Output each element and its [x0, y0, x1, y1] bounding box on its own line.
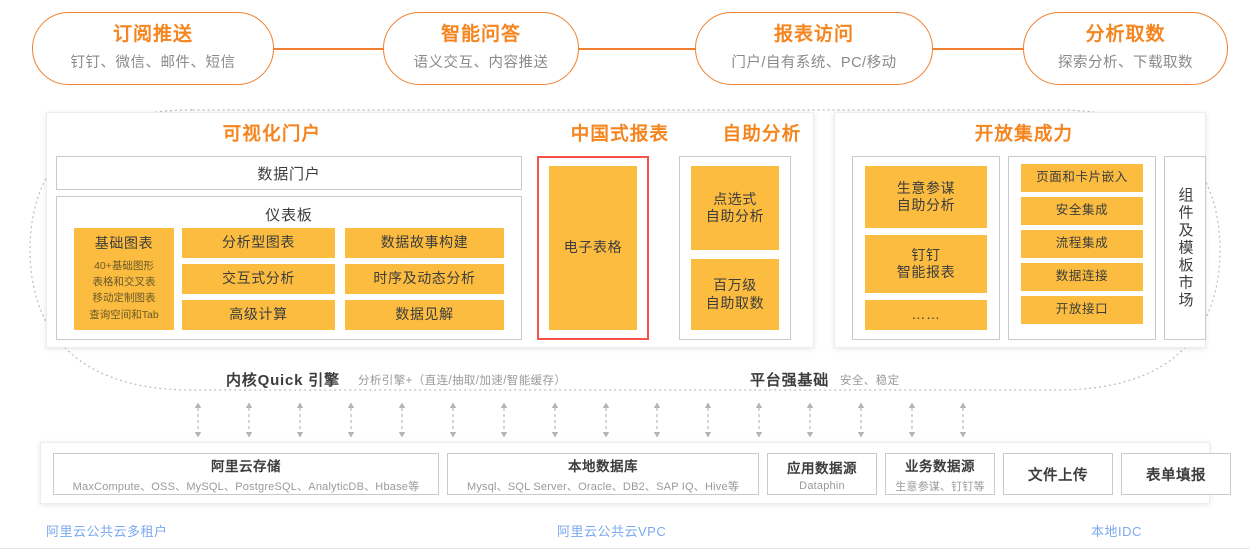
- tile-label: 时序及动态分析: [373, 270, 476, 287]
- section-title-self-service: 自助分析: [722, 123, 802, 144]
- source-title: 文件上传: [1028, 467, 1088, 484]
- tile-open-api[interactable]: 开放接口: [1021, 296, 1143, 324]
- tile-advanced-calculation[interactable]: 高级计算: [182, 300, 335, 330]
- tile-label-line1: 百万级: [713, 277, 757, 293]
- vertical-label: 组件及模板市场: [1176, 186, 1194, 310]
- capability-title: 智能问答: [440, 24, 521, 46]
- tile-data-insight[interactable]: 数据见解: [345, 300, 504, 330]
- tile-label-line1: 生意参谋: [896, 179, 956, 196]
- tile-point-select-self-analysis[interactable]: 点选式 自助分析: [691, 166, 779, 250]
- source-title: 应用数据源: [787, 460, 857, 476]
- box-label: 仪表板: [265, 207, 313, 224]
- source-file-upload[interactable]: 文件上传: [1003, 453, 1113, 495]
- pill-connector-2: [578, 48, 696, 50]
- tile-analytical-charts[interactable]: 分析型图表: [182, 228, 335, 258]
- tile-label: 分析型图表: [222, 234, 295, 251]
- platform-base-title: 平台强基础: [750, 372, 830, 389]
- tile-label-line1: 钉钉: [911, 246, 941, 263]
- tile-label: 数据见解: [395, 306, 454, 323]
- tile-label: 数据故事构建: [380, 234, 469, 251]
- tile-process-integration[interactable]: 流程集成: [1021, 230, 1143, 258]
- capability-pill-smart-qa[interactable]: 智能问答 语义交互、内容推送: [383, 12, 579, 85]
- source-subtitle: Mysql、SQL Server、Oracle、DB2、SAP IQ、Hive等: [466, 480, 740, 493]
- tile-label-line1: 点选式: [713, 190, 757, 207]
- capability-subtitle: 门户/自有系统、PC/移动: [731, 54, 897, 71]
- feature-line: 查询空间和Tab: [89, 308, 159, 321]
- tile-label-line2: 智能报表: [896, 264, 956, 280]
- source-business-data[interactable]: 业务数据源 生意参谋、钉钉等: [885, 453, 995, 495]
- source-title: 表单填报: [1146, 467, 1206, 484]
- box-label: 数据门户: [257, 165, 321, 183]
- source-application-data[interactable]: 应用数据源 Dataphin: [767, 453, 877, 495]
- section-title-chinese-report: 中国式报表: [570, 123, 670, 144]
- tile-label: 开放接口: [1055, 302, 1109, 317]
- source-aliyun-storage[interactable]: 阿里云存储 MaxCompute、OSS、MySQL、PostgreSQL、An…: [53, 453, 439, 495]
- tile-label: 安全集成: [1055, 203, 1109, 218]
- tile-label-line2: 自助分析: [705, 208, 765, 224]
- data-source-strip: 阿里云存储 MaxCompute、OSS、MySQL、PostgreSQL、An…: [40, 442, 1231, 504]
- box-component-template-market[interactable]: 组件及模板市场: [1164, 156, 1206, 340]
- footer-divider: [0, 548, 1250, 549]
- capability-title: 报表访问: [773, 24, 854, 46]
- tile-label: 电子表格: [563, 239, 623, 256]
- tile-dingtalk-smart-report[interactable]: 钉钉 智能报表: [865, 235, 987, 293]
- tile-timeseries-analysis[interactable]: 时序及动态分析: [345, 264, 504, 294]
- capability-subtitle: 探索分析、下载取数: [1058, 54, 1193, 71]
- source-title: 本地数据库: [568, 458, 638, 474]
- tile-label: 高级计算: [229, 306, 288, 323]
- feature-line: 移动定制图表: [92, 292, 156, 305]
- feature-line: 表格和交叉表: [92, 275, 156, 288]
- tile-page-card-embed[interactable]: 页面和卡片嵌入: [1021, 164, 1143, 192]
- tile-data-connection[interactable]: 数据连接: [1021, 263, 1143, 291]
- tile-label: ……: [911, 306, 941, 323]
- source-form-entry[interactable]: 表单填报: [1121, 453, 1231, 495]
- footer-label-public-cloud-multitenant: 阿里云公共云多租户: [46, 524, 168, 539]
- footer-label-local-idc: 本地IDC: [1091, 524, 1142, 539]
- capability-subtitle: 钉钉、微信、邮件、短信: [70, 54, 236, 71]
- tile-label-line2: 自助取数: [705, 294, 765, 311]
- tile-security-integration[interactable]: 安全集成: [1021, 197, 1143, 225]
- tile-label: 交互式分析: [222, 270, 295, 287]
- box-data-portal[interactable]: 数据门户: [56, 156, 522, 190]
- tile-data-storytelling[interactable]: 数据故事构建: [345, 228, 504, 258]
- capability-title: 分析取数: [1085, 24, 1166, 46]
- kernel-engine-title: 内核Quick 引擎: [226, 372, 340, 389]
- tile-million-scale-fetch[interactable]: 百万级 自助取数: [691, 259, 779, 330]
- data-flow-arrows: [194, 401, 967, 439]
- source-local-database[interactable]: 本地数据库 Mysql、SQL Server、Oracle、DB2、SAP IQ…: [447, 453, 759, 495]
- source-subtitle: 生意参谋、钉钉等: [895, 480, 985, 493]
- tile-interactive-analysis[interactable]: 交互式分析: [182, 264, 335, 294]
- source-subtitle: Dataphin: [799, 479, 845, 492]
- tile-basic-charts[interactable]: 基础图表 40+基础图形 表格和交叉表 移动定制图表 查询空间和Tab: [74, 228, 174, 330]
- engine-caption-row: 内核Quick 引擎 分析引擎+（直连/抽取/加速/智能缓存） 平台强基础 安全…: [0, 364, 1250, 394]
- tile-subfeatures: 40+基础图形 表格和交叉表 移动定制图表 查询空间和Tab: [89, 258, 158, 323]
- source-subtitle: MaxCompute、OSS、MySQL、PostgreSQL、Analytic…: [72, 480, 420, 493]
- source-title: 业务数据源: [905, 458, 975, 474]
- capability-pill-subscription[interactable]: 订阅推送 钉钉、微信、邮件、短信: [32, 12, 274, 85]
- capability-pill-report-access[interactable]: 报表访问 门户/自有系统、PC/移动: [695, 12, 933, 85]
- tile-label: 数据连接: [1055, 269, 1109, 284]
- kernel-engine-note: 分析引擎+（直连/抽取/加速/智能缓存）: [358, 375, 567, 387]
- section-title-open-integration: 开放集成力: [974, 123, 1074, 144]
- capability-pill-analysis-fetch[interactable]: 分析取数 探索分析、下载取数: [1023, 12, 1228, 85]
- platform-base-note: 安全、稳定: [840, 375, 900, 387]
- platform-region: 可视化门户 中国式报表 自助分析 数据门户 仪表板 基础图表 40+基础图形 表…: [22, 104, 1228, 396]
- tile-label-line2: 自助分析: [896, 197, 956, 213]
- footer-label-public-cloud-vpc: 阿里云公共云VPC: [557, 524, 667, 539]
- capability-title: 订阅推送: [112, 24, 193, 46]
- capability-subtitle: 语义交互、内容推送: [413, 54, 549, 71]
- pill-connector-1: [272, 48, 384, 50]
- tile-label: 流程集成: [1055, 236, 1109, 251]
- tile-label: 页面和卡片嵌入: [1036, 170, 1128, 185]
- tile-more-apps[interactable]: ……: [865, 300, 987, 330]
- section-title-visual-portal: 可视化门户: [222, 123, 322, 144]
- tile-label: 基础图表: [94, 235, 154, 252]
- feature-line: 40+基础图形: [94, 259, 154, 272]
- tile-shengyi-canmou-self-analysis[interactable]: 生意参谋 自助分析: [865, 166, 987, 228]
- source-title: 阿里云存储: [211, 458, 281, 474]
- pill-connector-3: [932, 48, 1024, 50]
- tile-spreadsheet[interactable]: 电子表格: [549, 166, 637, 330]
